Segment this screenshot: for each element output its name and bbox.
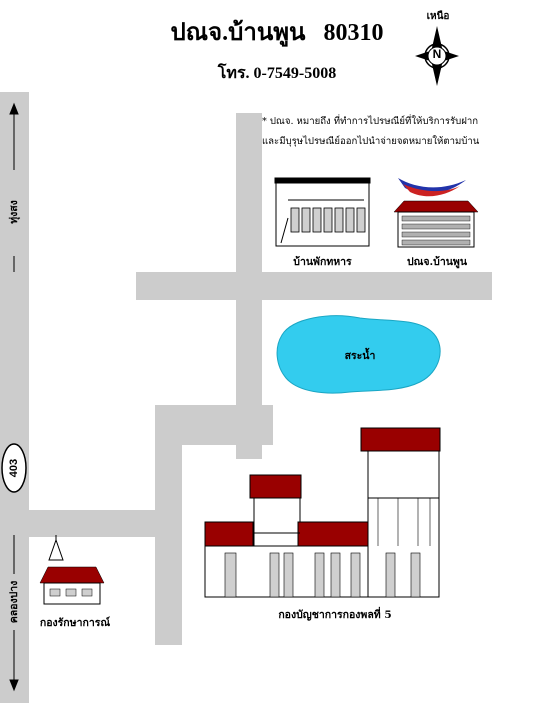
title-postcode: 80310 — [323, 20, 384, 46]
barracks-building — [274, 177, 371, 247]
main-road-arrows — [9, 102, 19, 692]
north-label: เหนือ — [426, 11, 450, 22]
command-hq-building — [204, 427, 441, 598]
phone-number: โทร. 0-7549-5008 — [217, 65, 337, 82]
command-hq-label: กองบัญชาการกองพลที่ 5 — [278, 609, 392, 621]
road-label-khlong-pang: คลองปาง — [7, 574, 21, 630]
title-office: ปณจ.บ้านพูน — [170, 20, 306, 46]
legend-note-line1: * ปณจ. หมายถึง ที่ทำการไปรษณีย์ที่ให้บริ… — [262, 116, 479, 127]
road-horizontal-top — [136, 272, 492, 300]
barracks-windows — [290, 207, 366, 233]
barracks-label: บ้านพักทหาร — [293, 256, 352, 268]
roads — [0, 92, 492, 703]
road-label-thung-song: ทุ่งสง — [7, 190, 21, 234]
compass-letter: N — [432, 47, 442, 61]
post-office-building — [393, 178, 479, 248]
road-branch-to-main — [29, 510, 182, 537]
pond-label: สระน้ำ — [344, 350, 376, 362]
pond-shape — [276, 315, 441, 394]
legend-note: * ปณจ. หมายถึง ที่ทำการไปรษณีย์ที่ให้บริ… — [262, 112, 552, 152]
page-title: ปณจ.บ้านพูน 80310 — [0, 12, 554, 51]
route-403-badge — [1, 443, 27, 493]
post-office-label: ปณจ.บ้านพูน — [406, 256, 468, 268]
legend-note-line2: และมีบุรุษไปรษณีย์ออกไปนำจ่ายจดหมายให้ตา… — [262, 136, 480, 147]
guard-station-label: กองรักษาการณ์ — [39, 617, 111, 629]
route-number: 403 — [8, 458, 20, 478]
north-compass-icon — [415, 26, 459, 86]
guard-station-building — [39, 535, 105, 605]
